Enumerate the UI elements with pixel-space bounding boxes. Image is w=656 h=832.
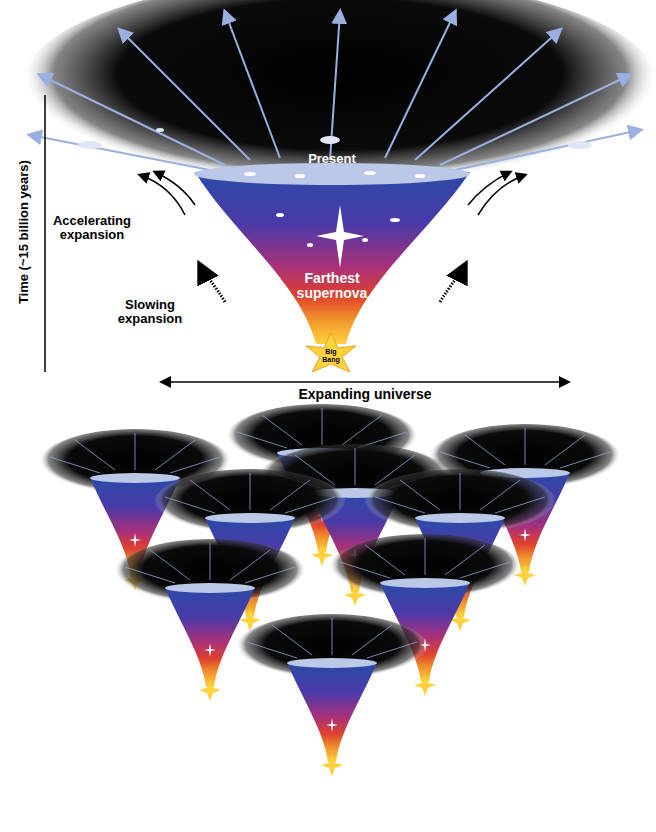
- expansion-label: Accelerating expansion: [37, 214, 147, 243]
- axis-label: Time (~15 billion years): [17, 112, 31, 352]
- era-label: Farthest supernova: [277, 271, 387, 302]
- axis-label: Expanding universe: [255, 387, 475, 402]
- origin-label: Big Bang: [316, 348, 346, 363]
- expansion-label: Slowing expansion: [105, 298, 195, 327]
- era-label: Present: [272, 152, 392, 166]
